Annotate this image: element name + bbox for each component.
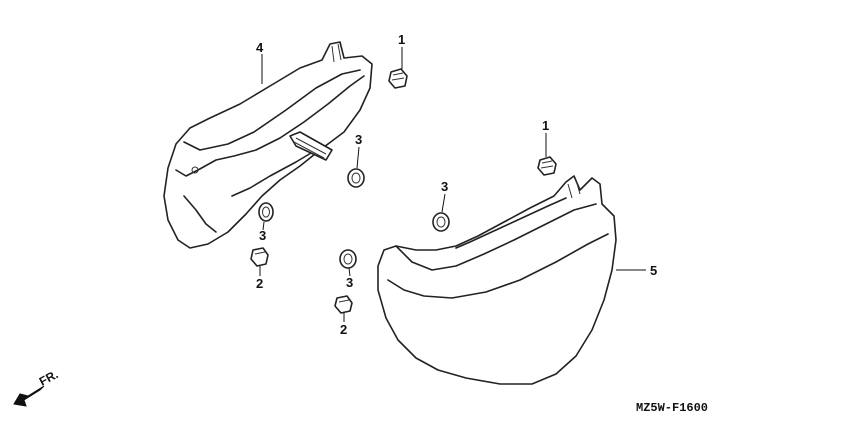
grommet-3-b [258,202,274,222]
callout-1-lower: 1 [542,118,549,133]
left-side-cover [163,41,373,249]
callout-3-upper: 3 [355,132,362,147]
diagram-code: MZ5W-F1600 [636,401,708,415]
bolt-1-lower [537,156,557,176]
callout-3-left: 3 [259,228,266,243]
callout-3-middle: 3 [346,275,353,290]
leader-lines [259,47,646,322]
callout-3-right: 3 [441,179,448,194]
callout-2-left: 2 [256,276,263,291]
arrow-down-left-icon [13,385,45,407]
grommet-3-d [339,249,357,269]
callout-1-upper: 1 [398,32,405,47]
callout-5: 5 [650,263,657,278]
callout-2-right: 2 [340,322,347,337]
grommet-3-c [432,212,450,232]
screw-2-left [250,247,269,267]
front-label: FR. [37,367,61,388]
callout-4: 4 [256,40,264,55]
bolt-1-upper [388,68,408,89]
screw-2-right [334,295,353,314]
grommet-3-a [347,168,365,188]
front-direction-indicator: FR. [13,367,61,407]
right-side-cover [377,175,617,385]
